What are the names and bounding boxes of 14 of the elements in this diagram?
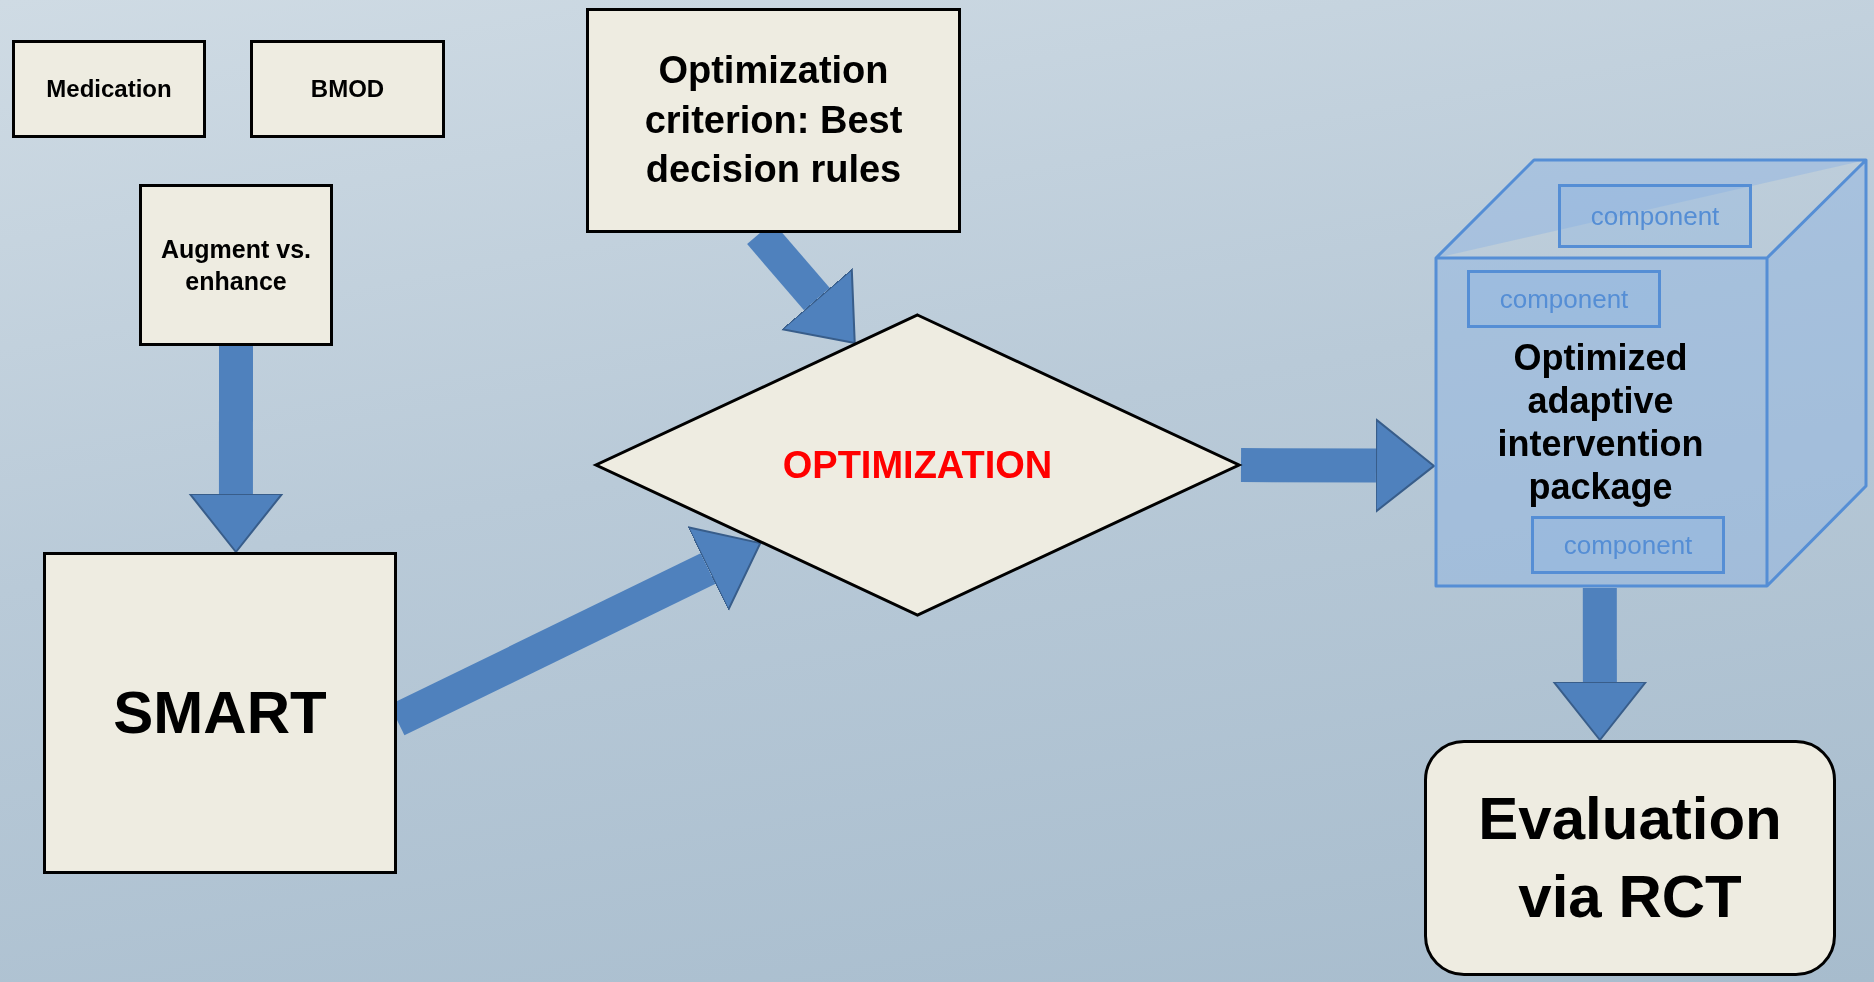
block-arrow [1240,418,1435,513]
component-box: component [1467,270,1661,328]
process-box: Medication [12,40,206,138]
rounded-box: Evaluation via RCT [1424,740,1836,976]
process-box: BMOD [250,40,445,138]
cube-label: Optimized adaptive intervention package [1496,335,1705,510]
process-box: Optimization criterion: Best decision rules [586,8,961,233]
diamond-label: OPTIMIZATION [781,442,1054,488]
process-box: Augment vs. enhance [139,184,333,346]
component-box: component [1558,184,1752,248]
block-arrow [188,346,283,553]
block-arrow [1552,588,1647,741]
process-box: SMART [43,552,397,874]
component-box: component [1531,516,1725,574]
